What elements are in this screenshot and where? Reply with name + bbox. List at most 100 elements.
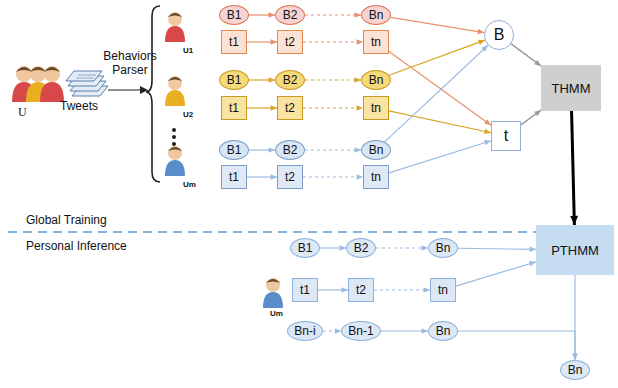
state-ellipse: B2 [346, 238, 376, 258]
user-icon-um-bottom [263, 278, 283, 308]
text-label: U1 [183, 46, 193, 55]
process-box: t2 [277, 30, 303, 54]
node-text: B2 [283, 144, 298, 156]
connector-arrow [249, 12, 275, 17]
node-text: t1 [300, 284, 310, 296]
connector-arrow [320, 245, 346, 250]
node-text: B2 [283, 9, 298, 21]
node-text: t2 [285, 102, 295, 114]
process-box: tn [363, 30, 389, 54]
node-text: Bn [568, 364, 583, 376]
text-label: U [18, 106, 27, 120]
node-text: t2 [356, 284, 366, 296]
state-ellipse: Bn [428, 238, 458, 258]
node-text: t [504, 128, 508, 144]
ellipsis-dots [172, 128, 176, 146]
process-box: t1 [221, 30, 247, 54]
text-label: Global Training [26, 214, 107, 228]
connector-arrow [249, 77, 275, 82]
node-text: PTHMM [551, 244, 599, 257]
connector-arrow [249, 147, 275, 152]
node-text: Bn [436, 325, 451, 337]
connector-arrow [303, 174, 363, 179]
connector-arrow [381, 328, 428, 333]
node-text: Bn [369, 74, 384, 86]
user-icon-u2 [165, 76, 185, 106]
connector-arrow [303, 105, 363, 110]
connector-arrow [458, 247, 536, 252]
text-label: Tweets [60, 100, 98, 114]
state-ellipse: B2 [275, 5, 305, 25]
connector-arrow [247, 39, 277, 44]
connector-arrow [391, 17, 485, 34]
connector-arrow [318, 287, 348, 292]
connector-arrow [385, 45, 488, 142]
connector-arrow [511, 44, 541, 66]
node-text: t2 [285, 171, 295, 183]
node-text: t1 [229, 102, 239, 114]
connector-arrow [572, 275, 577, 360]
node-text: Bn [436, 242, 451, 254]
connector-arrow [247, 105, 277, 110]
node-text: B2 [354, 242, 369, 254]
state-ellipse: B1 [219, 140, 249, 160]
process-box: t1 [221, 96, 247, 120]
node-text: Bn [369, 144, 384, 156]
process-box: t1 [292, 278, 318, 302]
state-ellipse: B2 [275, 70, 305, 90]
state-ellipse: Bn [361, 5, 391, 25]
node-text: Bn-i [294, 325, 315, 337]
state-ellipse: B [484, 20, 514, 50]
state-ellipse: Bn [428, 321, 458, 341]
connector-arrow [305, 147, 361, 152]
process-box: tn [363, 96, 389, 120]
user-icon-um [165, 146, 185, 176]
node-text: Bn-1 [348, 325, 373, 337]
node-text: Bn [369, 9, 384, 21]
connector-arrow [458, 331, 578, 360]
state-ellipse: B1 [219, 70, 249, 90]
user-icon-u1 [165, 12, 185, 42]
text-label: Um [270, 309, 283, 318]
state-ellipse: B2 [275, 140, 305, 160]
process-box: t [491, 121, 521, 151]
tweets-icon [66, 71, 108, 96]
process-box: t2 [348, 278, 374, 302]
connector-arrow [389, 140, 491, 173]
node-text: B1 [227, 144, 242, 156]
text-label: Behaviors Parser [102, 50, 158, 78]
separator-line [8, 231, 560, 233]
node-text: B2 [283, 74, 298, 86]
process-box: t1 [221, 165, 247, 189]
process-box: THMM [541, 65, 601, 111]
process-box: PTHMM [536, 225, 614, 275]
state-ellipse: Bn [560, 360, 590, 380]
process-box: tn [363, 165, 389, 189]
text-label: Personal Inference [26, 240, 127, 254]
state-ellipse: Bn [361, 70, 391, 90]
process-box: tn [430, 278, 456, 302]
node-text: tn [371, 36, 381, 48]
state-ellipse: Bn-1 [341, 321, 380, 341]
state-ellipse: Bn [361, 140, 391, 160]
node-text: B1 [227, 74, 242, 86]
node-text: B [494, 27, 505, 43]
bracket [146, 6, 160, 182]
connector-arrow [376, 245, 428, 250]
connector-arrow [374, 287, 430, 292]
connector-arrow [305, 12, 361, 17]
node-text: t1 [229, 36, 239, 48]
node-text: tn [438, 284, 448, 296]
node-text: t2 [285, 36, 295, 48]
connector-arrow [323, 328, 341, 333]
users-icon [12, 66, 64, 102]
process-box: t2 [277, 165, 303, 189]
node-text: t1 [229, 171, 239, 183]
node-text: tn [371, 171, 381, 183]
connector-arrow [389, 40, 485, 75]
connector-arrow [247, 174, 277, 179]
node-text: B1 [298, 242, 313, 254]
state-ellipse: B1 [290, 238, 320, 258]
connector-arrow [305, 77, 361, 82]
process-box: t2 [277, 96, 303, 120]
